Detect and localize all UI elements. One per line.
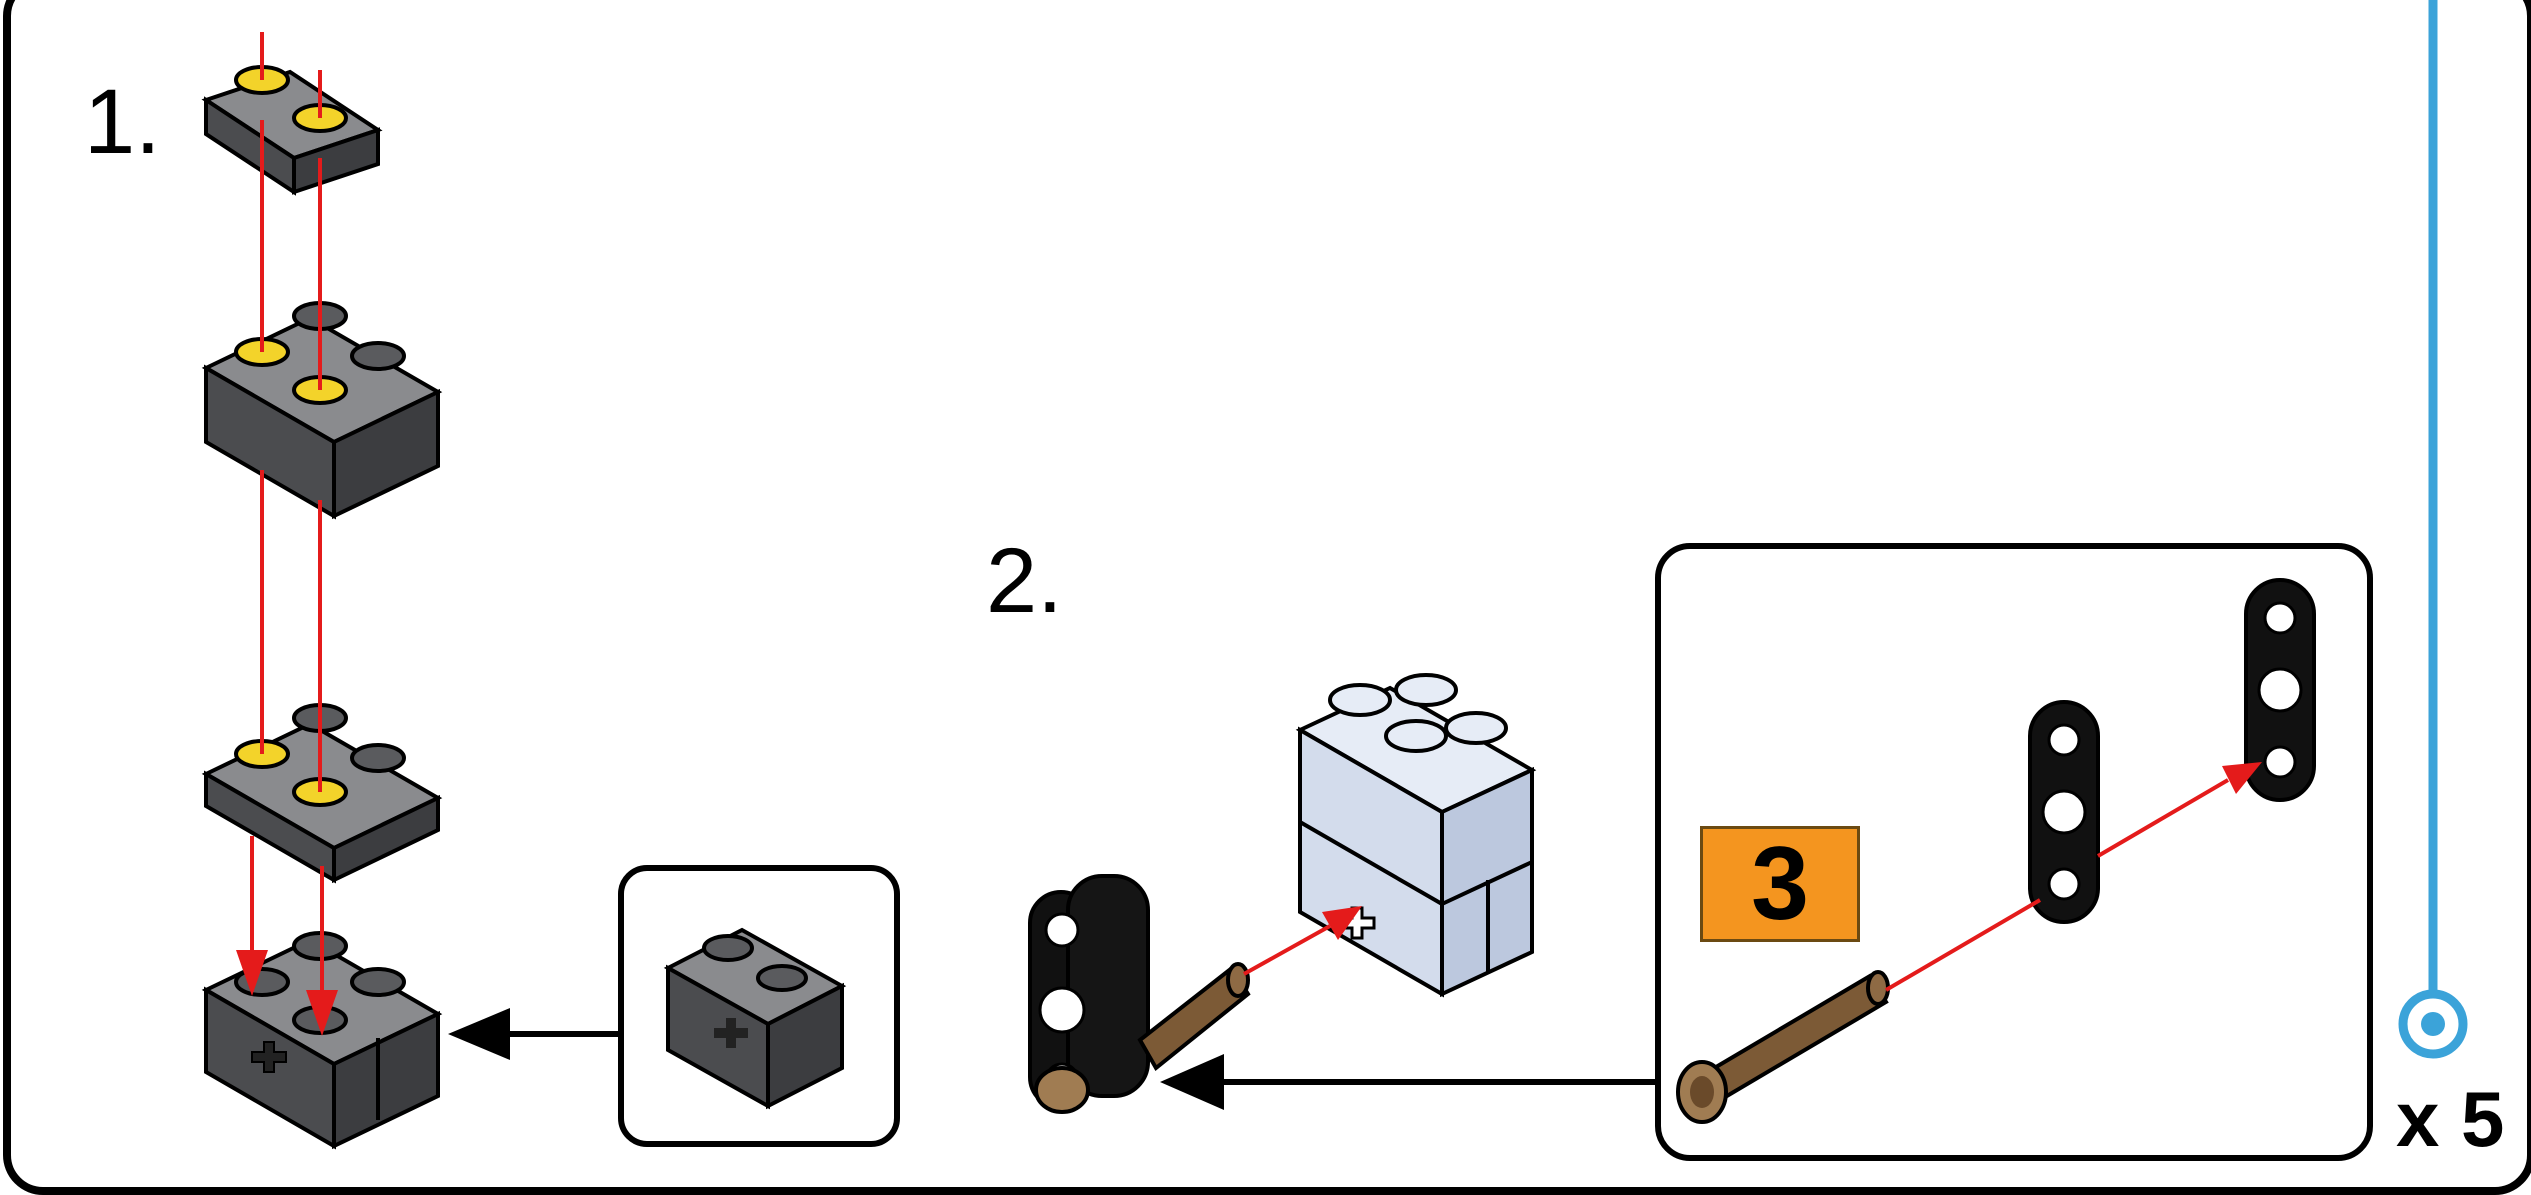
technic-brick-1x2-icon xyxy=(663,927,847,1110)
connector-line xyxy=(2398,0,2468,1059)
technic-liftarm-icon xyxy=(2028,700,2100,924)
plate-1x2-icon xyxy=(201,65,383,196)
assembly-arrow-icon xyxy=(1243,906,1362,976)
callout-arrow-step1 xyxy=(448,1008,621,1060)
axle-pin-icon xyxy=(1676,970,1890,1124)
quantity-badge: 3 xyxy=(1700,826,1860,942)
assembly-arrow-icon xyxy=(1884,762,2262,992)
assembly-arrow-icon xyxy=(236,32,338,1036)
step-number-1: 1. xyxy=(84,71,161,173)
repeat-multiplier: x 5 xyxy=(2396,1075,2505,1163)
axle-pin-icon xyxy=(1034,962,1251,1114)
step-number-2: 2. xyxy=(986,530,1063,632)
callout-arrow-step2 xyxy=(1160,1054,1658,1110)
technic-liftarm-icon xyxy=(2244,578,2316,802)
